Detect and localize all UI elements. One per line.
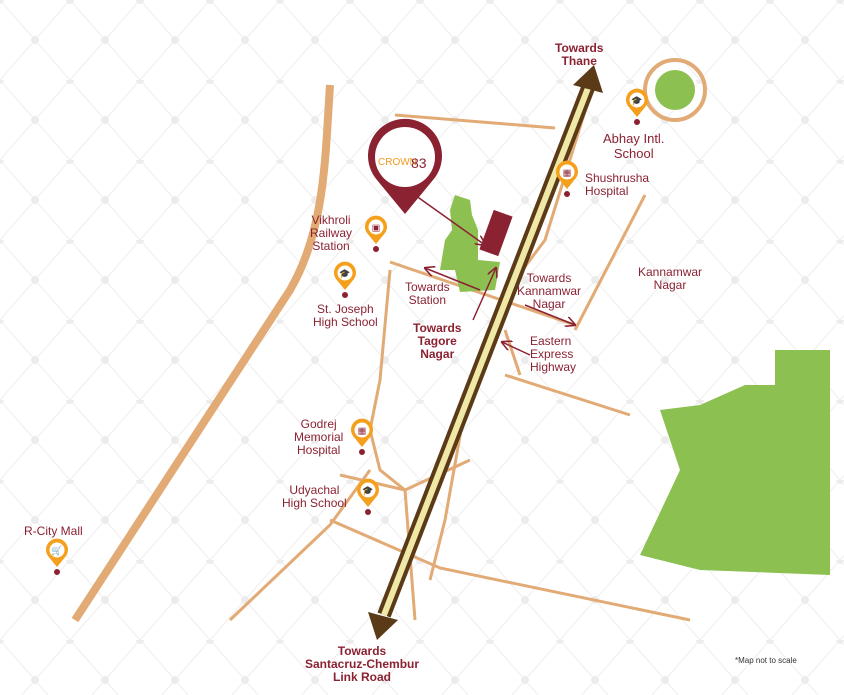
- train-icon: ▣: [372, 223, 381, 233]
- label-towards-santacruz: Towards Santacruz-Chembur Link Road: [305, 644, 420, 684]
- main-curved-road: [71, 84, 334, 623]
- pin-label-st-joseph: St. Joseph High School: [313, 302, 378, 329]
- pin-label-shushrusha: Shushrusha Hospital: [585, 171, 650, 198]
- project-logo-pin: CROWN 83: [367, 118, 442, 214]
- map-pin[interactable]: 🛒: [45, 538, 68, 575]
- pin-label-abhay: Abhay Intl. School: [603, 131, 665, 161]
- eastern-express-highway: [368, 65, 603, 640]
- project-site: [479, 209, 513, 257]
- map-pin[interactable]: 🎓: [334, 261, 356, 298]
- logo-text: CROWN: [378, 157, 417, 168]
- arrow-up-icon: [573, 65, 603, 93]
- road: [504, 373, 631, 417]
- pin-label-godrej: Godrej Memorial Hospital: [294, 417, 344, 457]
- road: [329, 518, 691, 622]
- hospital-icon: ▦: [358, 426, 367, 436]
- label-towards-thane: Towards Thane: [555, 41, 604, 68]
- pin-label-udyachal: Udyachal High School: [282, 483, 347, 510]
- map-pin[interactable]: 🎓: [357, 478, 379, 515]
- scale-note: *Map not to scale: [735, 656, 797, 665]
- road: [573, 194, 647, 331]
- label-eastern-express-highway: Eastern Express Highway: [530, 334, 577, 374]
- roundabout: [643, 58, 707, 122]
- map-pin[interactable]: 🎓: [626, 88, 649, 125]
- cart-icon: 🛒: [51, 545, 62, 556]
- school-icon: 🎓: [362, 486, 373, 496]
- pin-label-rcity: R-City Mall: [24, 524, 83, 538]
- pin-label-vikhroli: Vikhroli Railway Station: [310, 213, 353, 253]
- map-pin[interactable]: ▦: [350, 418, 374, 455]
- arrow-down-icon: [368, 612, 398, 640]
- map-pin[interactable]: ▣: [365, 215, 387, 252]
- logo-number: 83: [411, 155, 427, 171]
- school-icon: 🎓: [339, 269, 350, 279]
- road: [228, 469, 372, 622]
- green-area-large: [640, 350, 830, 575]
- road: [389, 260, 576, 327]
- map-pin[interactable]: ▦: [556, 160, 578, 197]
- hospital-icon: ▦: [563, 168, 572, 178]
- road: [503, 329, 522, 376]
- green-area: [440, 195, 500, 292]
- road: [339, 458, 471, 492]
- road: [394, 113, 556, 130]
- green-park: [655, 70, 695, 110]
- label-towards-station: Towards Station: [405, 280, 450, 307]
- label-towards-kannamwar: Towards Kannamwar Nagar: [517, 271, 582, 311]
- label-kannamwar-nagar: Kannamwar Nagar: [638, 265, 703, 292]
- label-towards-tagore: Towards Tagore Nagar: [413, 321, 462, 361]
- school-icon: 🎓: [631, 96, 642, 106]
